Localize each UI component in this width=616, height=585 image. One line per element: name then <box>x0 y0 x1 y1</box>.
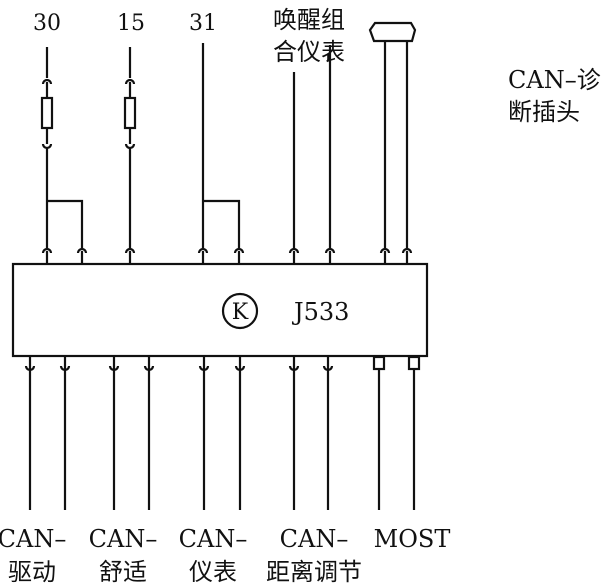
terminal-15-label: 15 <box>117 11 145 36</box>
wake-label-line1: 唤醒组 <box>273 6 345 34</box>
can-comfort-label-line1: CAN– <box>89 525 158 553</box>
module-name: J533 <box>291 298 349 326</box>
terminal-30-label: 30 <box>33 11 61 36</box>
wake-label-line2: 合仪表 <box>273 38 345 66</box>
diag-label-line1: CAN–诊 <box>508 66 601 94</box>
can-comfort-label-line2: 舒适 <box>99 558 147 585</box>
can-drive-label-line2: 驱动 <box>8 558 56 585</box>
bottom-wires <box>24 355 421 510</box>
k-circle-icon <box>221 292 259 330</box>
diag-label-line2: 断插头 <box>508 98 580 126</box>
can-instrument-label-line1: CAN– <box>179 525 248 553</box>
most-label: MOST <box>374 525 451 553</box>
most-pin-2 <box>407 355 421 371</box>
can-drive-label-line1: CAN– <box>0 525 66 553</box>
fuse-30-icon <box>40 96 54 130</box>
most-pin-1 <box>372 355 386 371</box>
module-symbol: K <box>232 300 249 325</box>
terminal-31-label: 31 <box>189 11 217 36</box>
gateway-module-j533 <box>11 262 429 358</box>
can-instrument-label-line2: 仪表 <box>189 558 237 585</box>
can-distance-label-line2: 距离调节 <box>266 558 362 585</box>
diagnostic-connector-icon <box>368 21 417 43</box>
can-distance-label-line1: CAN– <box>280 525 349 553</box>
top-wires <box>40 21 417 264</box>
fuse-15-icon <box>123 96 137 130</box>
